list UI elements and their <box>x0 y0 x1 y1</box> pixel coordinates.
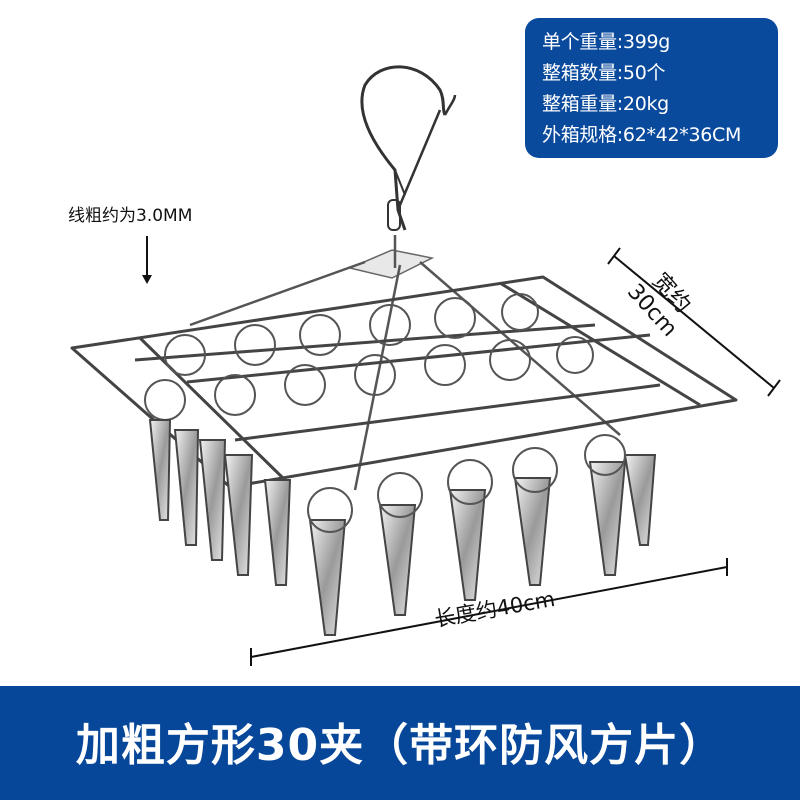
wire-thickness-label: 线粗约为3.0MM <box>68 206 193 226</box>
spec-carton-quantity: 整箱数量:50个 <box>542 62 666 84</box>
spec-carton-dimensions: 外箱规格:62*42*36CM <box>542 124 742 146</box>
hook-icon <box>360 65 457 231</box>
width-dimension-line <box>607 247 781 397</box>
down-arrow-icon <box>142 236 152 284</box>
spec-unit-weight: 单个重量:399g <box>542 31 671 53</box>
length-dimension-line <box>250 558 728 666</box>
spec-carton-weight: 整箱重量:20kg <box>542 93 669 115</box>
title-banner: 加粗方形30夹（带环防风方片） <box>0 686 800 800</box>
product-title: 加粗方形30夹（带环防风方片） <box>75 720 725 771</box>
clip-hanger-illustration <box>70 65 781 666</box>
specification-box: 单个重量:399g 整箱数量:50个 整箱重量:20kg 外箱规格:62*42*… <box>525 18 778 158</box>
